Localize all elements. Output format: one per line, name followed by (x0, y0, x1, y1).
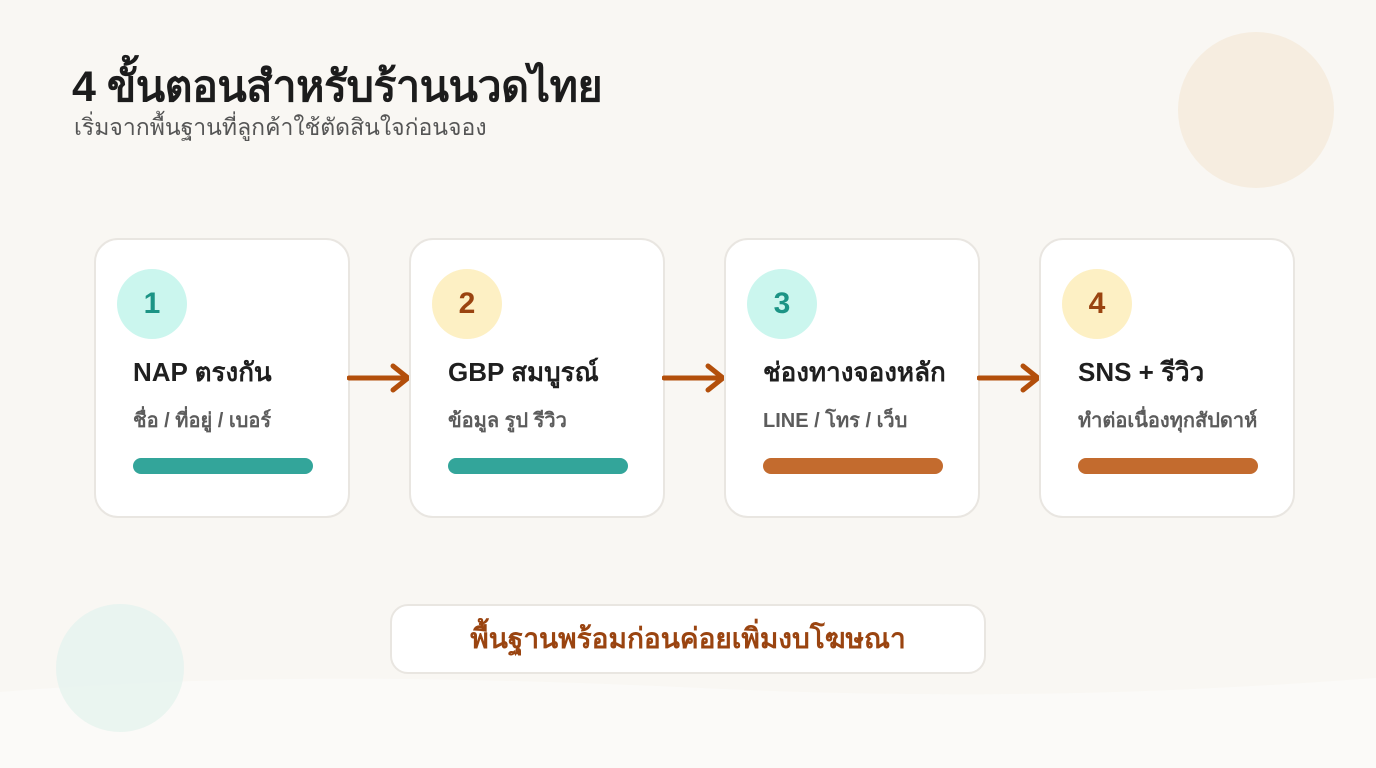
step-title: GBP สมบูรณ์ (448, 357, 599, 387)
footer-callout: พื้นฐานพร้อมก่อนค่อยเพิ่มงบโฆษณา (390, 604, 986, 674)
step-number-badge: 2 (432, 269, 502, 339)
step-description: ทำต่อเนื่องทุกสัปดาห์ (1078, 410, 1258, 432)
step-number-badge: 1 (117, 269, 187, 339)
step-number-badge: 3 (747, 269, 817, 339)
footer-callout-text: พื้นฐานพร้อมก่อนค่อยเพิ่มงบโฆษณา (470, 623, 906, 654)
step-title: ช่องทางจองหลัก (763, 357, 946, 387)
decorative-circle-bottom (56, 604, 184, 732)
background-wave (0, 678, 1376, 768)
step-title: NAP ตรงกัน (133, 357, 272, 387)
page-title: 4 ขั้นตอนสำหรับร้านนวดไทย (72, 63, 603, 111)
step-accent-bar (763, 458, 943, 474)
step-card-1: 1 NAP ตรงกัน ชื่อ / ที่อยู่ / เบอร์ (94, 238, 350, 518)
decorative-circle-top (1178, 32, 1334, 188)
step-accent-bar (448, 458, 628, 474)
page-subtitle: เริ่มจากพื้นฐานที่ลูกค้าใช้ตัดสินใจก่อนจ… (74, 114, 487, 140)
step-description: LINE / โทร / เว็บ (763, 410, 908, 432)
arrow-right-icon (347, 363, 411, 393)
step-card-2: 2 GBP สมบูรณ์ ข้อมูล รูป รีวิว (409, 238, 665, 518)
step-number-badge: 4 (1062, 269, 1132, 339)
step-accent-bar (1078, 458, 1258, 474)
step-card-4: 4 SNS + รีวิว ทำต่อเนื่องทุกสัปดาห์ (1039, 238, 1295, 518)
arrow-right-icon (662, 363, 726, 393)
arrow-right-icon (977, 363, 1041, 393)
step-description: ชื่อ / ที่อยู่ / เบอร์ (133, 410, 272, 432)
step-card-3: 3 ช่องทางจองหลัก LINE / โทร / เว็บ (724, 238, 980, 518)
step-title: SNS + รีวิว (1078, 357, 1205, 387)
step-accent-bar (133, 458, 313, 474)
step-description: ข้อมูล รูป รีวิว (448, 410, 567, 432)
